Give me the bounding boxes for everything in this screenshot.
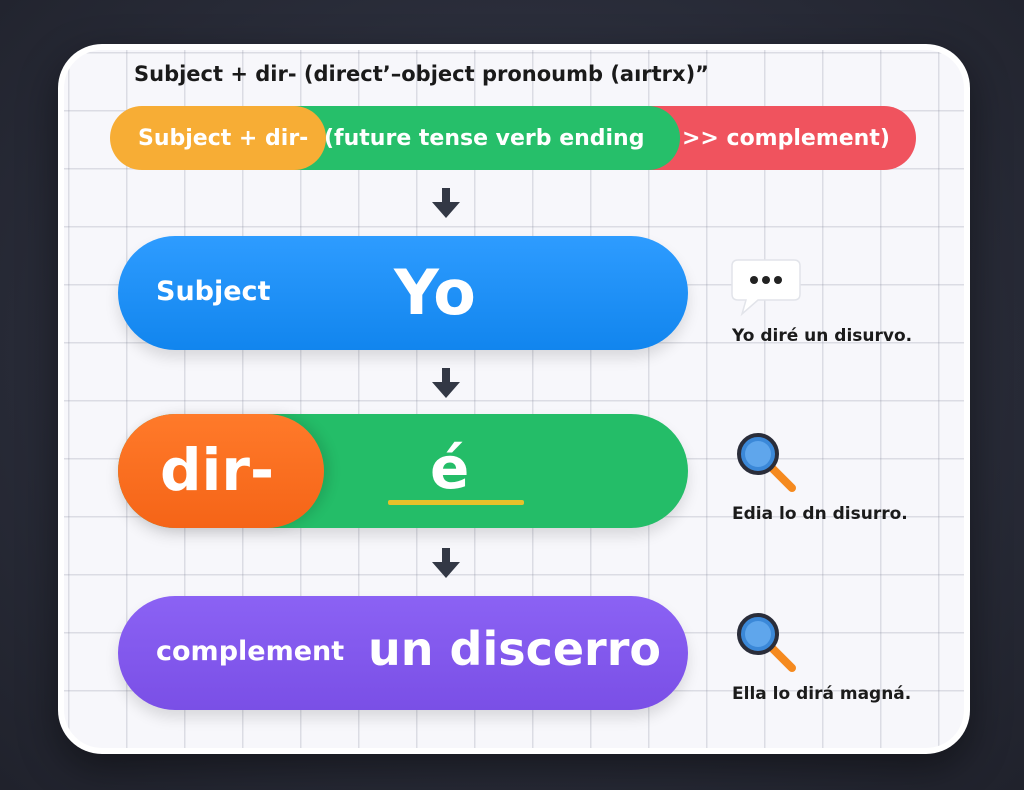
magnifier-icon bbox=[737, 613, 796, 672]
formula-verb-ending-segment: (future tense verb ending bbox=[260, 106, 680, 170]
complement-value: un discerro bbox=[368, 622, 662, 676]
down-arrow-icon bbox=[432, 368, 460, 398]
formula-subject-segment: Subject + dir- bbox=[110, 106, 326, 170]
magnifier-icon bbox=[737, 433, 796, 492]
formula-complement-label: >> complement) bbox=[682, 125, 890, 151]
formula-bar: >> complement) (future tense verb ending… bbox=[110, 106, 916, 170]
verb-stem-label: dir- bbox=[160, 436, 275, 504]
verb-stem-bar: dir- é bbox=[118, 414, 688, 528]
down-arrow-icon bbox=[432, 188, 460, 218]
formula-subject-label: Subject + dir- bbox=[138, 125, 309, 151]
subject-value: Yo bbox=[394, 256, 476, 329]
example-sentence: Edia lo dn disurro. bbox=[732, 504, 908, 524]
verb-stem-pill: dir- bbox=[118, 414, 324, 528]
speech-bubble-icon bbox=[731, 259, 801, 317]
verb-ending-underline bbox=[388, 500, 524, 505]
complement-bar: complement un discerro bbox=[118, 596, 688, 710]
example-sentence: Yo diré un disurvo. bbox=[732, 326, 913, 346]
example-sentence: Ella lo dirá magná. bbox=[732, 684, 912, 704]
formula-verb-ending-label: (future tense verb ending bbox=[324, 125, 645, 151]
subject-label: Subject bbox=[156, 276, 271, 307]
down-arrow-icon bbox=[432, 548, 460, 578]
diagram-title: Subject + dir- (direct’–object pronoumb … bbox=[134, 62, 709, 86]
subject-bar: Subject Yo bbox=[118, 236, 688, 350]
verb-ending-value: é bbox=[430, 434, 470, 502]
complement-label: complement bbox=[156, 636, 345, 667]
